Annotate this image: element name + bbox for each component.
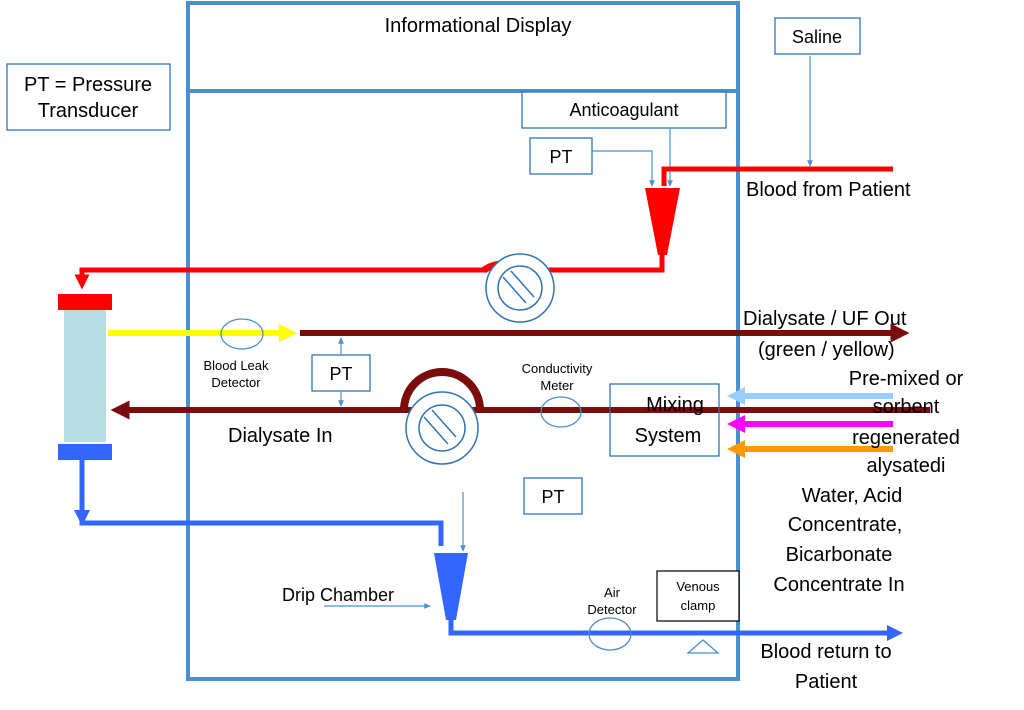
drip-chamber bbox=[434, 553, 468, 620]
venous-line1: Venous bbox=[676, 579, 720, 594]
saline-box bbox=[774, 17, 861, 55]
mixing-line2: System bbox=[635, 425, 702, 447]
pt-legend-line1: PT = Pressure bbox=[24, 74, 152, 96]
water-line1: Water, Acid bbox=[802, 485, 902, 507]
premixed-line3: regenerated bbox=[852, 427, 960, 449]
pt-label-arterial: PT bbox=[549, 147, 572, 167]
conductivity-meter bbox=[540, 396, 582, 428]
pt-arterial-line bbox=[592, 150, 655, 187]
blood-inflow-line bbox=[661, 166, 893, 186]
dialysate-pump-rotor bbox=[400, 368, 484, 411]
drip-chamber-label: Drip Chamber bbox=[282, 585, 394, 605]
mixing-line1: Mixing bbox=[646, 394, 704, 416]
premixed-line2: sorbent bbox=[873, 396, 940, 418]
pt-label-dialysate: PT bbox=[329, 364, 352, 384]
water-line2: Concentrate, bbox=[788, 514, 903, 536]
dialyzer-body bbox=[64, 310, 106, 442]
blood-pump-inner bbox=[497, 265, 543, 311]
info-display-title: Informational Display bbox=[385, 15, 572, 37]
venous-clamp-triangle bbox=[686, 639, 720, 654]
premixed-line4: alysatedi bbox=[867, 455, 946, 477]
venous-line2: clamp bbox=[681, 598, 716, 613]
blood-leak-line2: Detector bbox=[211, 375, 261, 390]
anticoagulant-box bbox=[521, 91, 727, 129]
blood-from-patient-label: Blood from Patient bbox=[746, 179, 911, 201]
conductivity-line1: Conductivity bbox=[522, 361, 593, 376]
dialyzer-top-cap bbox=[58, 294, 112, 310]
blood-pump-slash-a bbox=[502, 276, 527, 304]
anticoagulant-label: Anticoagulant bbox=[569, 100, 678, 120]
blood-leak-detector bbox=[220, 318, 264, 350]
water-line3: Bicarbonate bbox=[786, 544, 893, 566]
pt-legend-box bbox=[6, 63, 171, 131]
blood-to-pump-line bbox=[522, 255, 665, 273]
blood-return-line1: Blood return to bbox=[760, 641, 891, 663]
dialyzer-bottom-cap bbox=[58, 444, 112, 460]
venous-clamp-box bbox=[656, 570, 740, 622]
dialysate-pump-inner bbox=[418, 404, 466, 452]
premixed-line1: Pre-mixed or bbox=[849, 368, 964, 390]
blood-to-dialyzer-line bbox=[74, 267, 486, 290]
blood-pump-slash-b bbox=[510, 270, 535, 298]
pt-box-center bbox=[523, 477, 583, 515]
conductivity-line2: Meter bbox=[540, 378, 574, 393]
machine-outline bbox=[186, 1, 740, 681]
venous-line-from-dialyzer bbox=[79, 460, 444, 546]
pt-legend-line2: Transducer bbox=[38, 100, 139, 122]
dialysate-out-line1: Dialysate / UF Out bbox=[743, 308, 907, 330]
dialysate-pump-slash-b bbox=[431, 409, 457, 438]
dialysate-pump-slash-a bbox=[423, 416, 449, 445]
pt-label-center: PT bbox=[541, 487, 564, 507]
blood-leak-line1: Blood Leak bbox=[203, 358, 269, 373]
arterial-chamber bbox=[645, 188, 680, 255]
saline-label: Saline bbox=[792, 27, 842, 47]
blood-return-line2: Patient bbox=[795, 671, 858, 693]
blood-return-line bbox=[448, 620, 904, 642]
air-line1: Air bbox=[604, 585, 621, 600]
dialysate-out-line2: (green / yellow) bbox=[758, 339, 895, 361]
air-detector bbox=[588, 617, 632, 651]
pt-box-dialysate bbox=[311, 354, 371, 392]
mixing-system-box bbox=[609, 383, 720, 457]
water-line4: Concentrate In bbox=[773, 574, 904, 596]
dialysate-in-label: Dialysate In bbox=[228, 425, 333, 447]
air-line2: Detector bbox=[587, 602, 637, 617]
pt-box-arterial bbox=[529, 137, 593, 175]
